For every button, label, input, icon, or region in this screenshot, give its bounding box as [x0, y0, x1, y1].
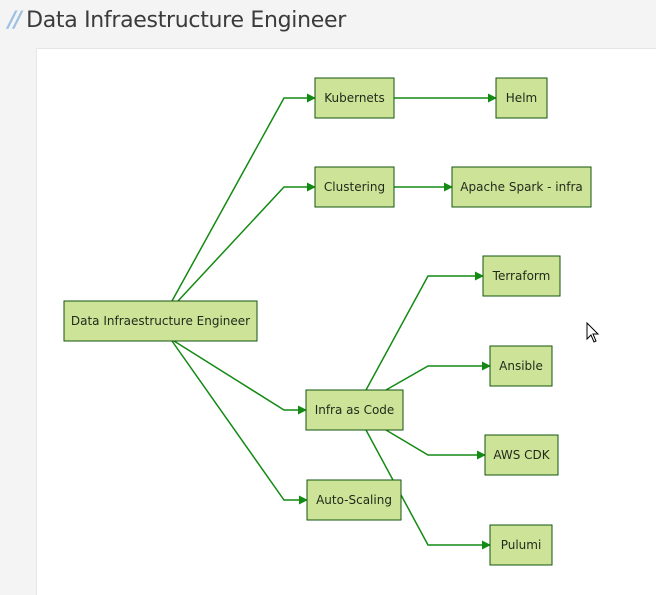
- node-helm-label: Helm: [506, 91, 537, 105]
- page-title: Data Infraestructure Engineer: [26, 7, 346, 33]
- header-slashes: //: [8, 7, 22, 33]
- node-terraform[interactable]: Terraform: [482, 255, 561, 297]
- node-clustering[interactable]: Clustering: [314, 166, 395, 208]
- edge-root-iac: [173, 340, 307, 415]
- edge-iac-terraform: [365, 271, 484, 391]
- node-iac-label: Infra as Code: [315, 403, 395, 417]
- node-ansible-label: Ansible: [499, 359, 543, 373]
- mouse-cursor-icon: [586, 322, 600, 343]
- edge-root-autoscaling: [171, 340, 308, 505]
- node-pulumi[interactable]: Pulumi: [489, 524, 553, 566]
- edge-iac-cdk: [385, 429, 486, 460]
- node-helm[interactable]: Helm: [495, 77, 548, 119]
- edge-iac-pulumi: [365, 429, 491, 550]
- node-root[interactable]: Data Infraestructure Engineer: [63, 300, 258, 342]
- node-cdk-label: AWS CDK: [493, 448, 550, 462]
- node-root-label: Data Infraestructure Engineer: [71, 314, 250, 328]
- node-ansible[interactable]: Ansible: [489, 345, 553, 387]
- edge-iac-ansible: [385, 361, 491, 391]
- node-pulumi-label: Pulumi: [501, 538, 542, 552]
- edge-root-kubernets: [171, 93, 316, 302]
- node-cdk[interactable]: AWS CDK: [484, 434, 559, 476]
- edge-root-clustering: [177, 182, 316, 302]
- node-terraform-label: Terraform: [492, 269, 551, 283]
- page-header: // Data Infraestructure Engineer: [8, 4, 346, 36]
- node-spark-label: Apache Spark - infra: [460, 180, 582, 194]
- node-kubernets-label: Kubernets: [324, 91, 385, 105]
- node-kubernets[interactable]: Kubernets: [314, 77, 395, 119]
- node-autoscaling[interactable]: Auto-Scaling: [306, 479, 402, 521]
- node-iac[interactable]: Infra as Code: [305, 389, 404, 431]
- node-autoscaling-label: Auto-Scaling: [316, 493, 392, 507]
- node-clustering-label: Clustering: [324, 180, 385, 194]
- node-spark[interactable]: Apache Spark - infra: [451, 166, 592, 208]
